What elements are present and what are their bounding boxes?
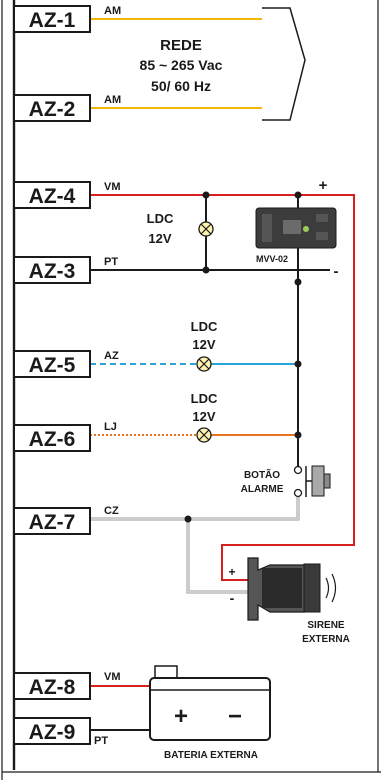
ldc-lamp-a bbox=[198, 221, 214, 237]
terminal-az6-label: AZ-6 bbox=[29, 428, 76, 451]
terminal-az9-label: AZ-9 bbox=[29, 721, 76, 744]
wire-label-cz: CZ bbox=[104, 505, 119, 517]
mvv-module-part bbox=[316, 214, 328, 222]
junction-dot bbox=[294, 191, 302, 199]
siren-horn-icon bbox=[303, 563, 321, 613]
alarm-button-label-1: BOTÃO bbox=[244, 468, 280, 481]
junction-dot bbox=[294, 360, 302, 368]
ldc-b-label-1: LDC bbox=[191, 319, 218, 334]
mvv-module bbox=[255, 207, 337, 249]
junction-dot bbox=[184, 515, 192, 523]
siren-polarity-plus: + bbox=[228, 565, 235, 579]
battery-minus: − bbox=[228, 703, 242, 730]
push-button-icon bbox=[311, 465, 325, 497]
wire-label-am2: AM bbox=[104, 94, 121, 106]
wire-label-pt2: PT bbox=[94, 735, 108, 747]
wire-cz-outer bbox=[90, 497, 300, 521]
siren-shade bbox=[262, 568, 302, 608]
polarity-plus-top: + bbox=[319, 177, 328, 194]
wire-label-vm2: VM bbox=[104, 671, 121, 683]
wire-cz-siren-inner bbox=[187, 519, 262, 593]
rede-voltage: 85 ~ 265 Vac bbox=[140, 57, 223, 73]
siren-label-2: EXTERNA bbox=[302, 634, 350, 645]
mvv-led-icon bbox=[303, 226, 309, 232]
siren-label-1: SIRENE bbox=[307, 620, 345, 631]
mvv-label: MVV-02 bbox=[256, 254, 288, 264]
terminal-az5: AZ-5 bbox=[13, 350, 91, 378]
ldc-a-label-2: 12V bbox=[148, 231, 171, 246]
terminal-az1: AZ-1 bbox=[13, 5, 91, 33]
wire-vm-siren bbox=[90, 194, 355, 581]
terminal-az2: AZ-2 bbox=[13, 94, 91, 122]
ldc-lamp-b bbox=[196, 356, 212, 372]
rede-title: REDE bbox=[160, 37, 202, 54]
ldc-a-label-1: LDC bbox=[147, 211, 174, 226]
wire-cz-inner bbox=[90, 497, 299, 520]
terminal-az9: AZ-9 bbox=[13, 717, 91, 745]
sound-wave-icon bbox=[325, 577, 330, 599]
mvv-module-part bbox=[283, 220, 301, 234]
rede-bracket bbox=[262, 7, 306, 121]
alarm-button bbox=[293, 465, 331, 498]
wire-label-az: AZ bbox=[104, 350, 119, 362]
terminal-az8-label: AZ-8 bbox=[29, 676, 76, 699]
switch-contact-icon bbox=[293, 488, 303, 498]
terminal-az1-label: AZ-1 bbox=[29, 9, 76, 32]
terminal-az4-label: AZ-4 bbox=[29, 185, 76, 208]
battery-plus: + bbox=[174, 703, 188, 730]
sound-wave-icon bbox=[331, 573, 337, 603]
terminal-az2-label: AZ-2 bbox=[29, 98, 76, 121]
ldc-c-label-2: 12V bbox=[192, 409, 215, 424]
rede-frequency: 50/ 60 Hz bbox=[151, 78, 211, 94]
terminal-az3: AZ-3 bbox=[13, 256, 91, 284]
wire-label-am1: AM bbox=[104, 5, 121, 17]
siren-polarity-minus: - bbox=[230, 590, 235, 606]
terminal-az8: AZ-8 bbox=[13, 672, 91, 700]
battery-label: BATERIA EXTERNA bbox=[164, 750, 258, 761]
terminal-az7-label: AZ-7 bbox=[29, 511, 76, 534]
ldc-lamp-c bbox=[196, 427, 212, 443]
battery-terminal-icon bbox=[154, 665, 178, 679]
switch-contact-icon bbox=[293, 465, 303, 475]
junction-dot bbox=[294, 431, 302, 439]
ldc-b-label-2: 12V bbox=[192, 337, 215, 352]
terminal-az4: AZ-4 bbox=[13, 181, 91, 209]
terminal-az5-label: AZ-5 bbox=[29, 354, 76, 377]
terminal-az6: AZ-6 bbox=[13, 424, 91, 452]
external-battery bbox=[149, 665, 271, 741]
battery-body-icon bbox=[149, 677, 271, 741]
polarity-minus-top: - bbox=[334, 263, 339, 280]
terminal-az7: AZ-7 bbox=[13, 507, 91, 535]
wire-label-vm1: VM bbox=[104, 181, 121, 193]
alarm-button-label-2: ALARME bbox=[241, 484, 284, 495]
ldc-c-label-1: LDC bbox=[191, 391, 218, 406]
mvv-module-part bbox=[262, 214, 272, 242]
wire-label-pt1: PT bbox=[104, 256, 118, 268]
wire-label-lj: LJ bbox=[104, 421, 117, 433]
terminal-az3-label: AZ-3 bbox=[29, 260, 76, 283]
junction-dot bbox=[202, 266, 210, 274]
external-siren bbox=[247, 557, 337, 621]
junction-dot bbox=[202, 191, 210, 199]
mvv-module-part bbox=[316, 232, 328, 240]
